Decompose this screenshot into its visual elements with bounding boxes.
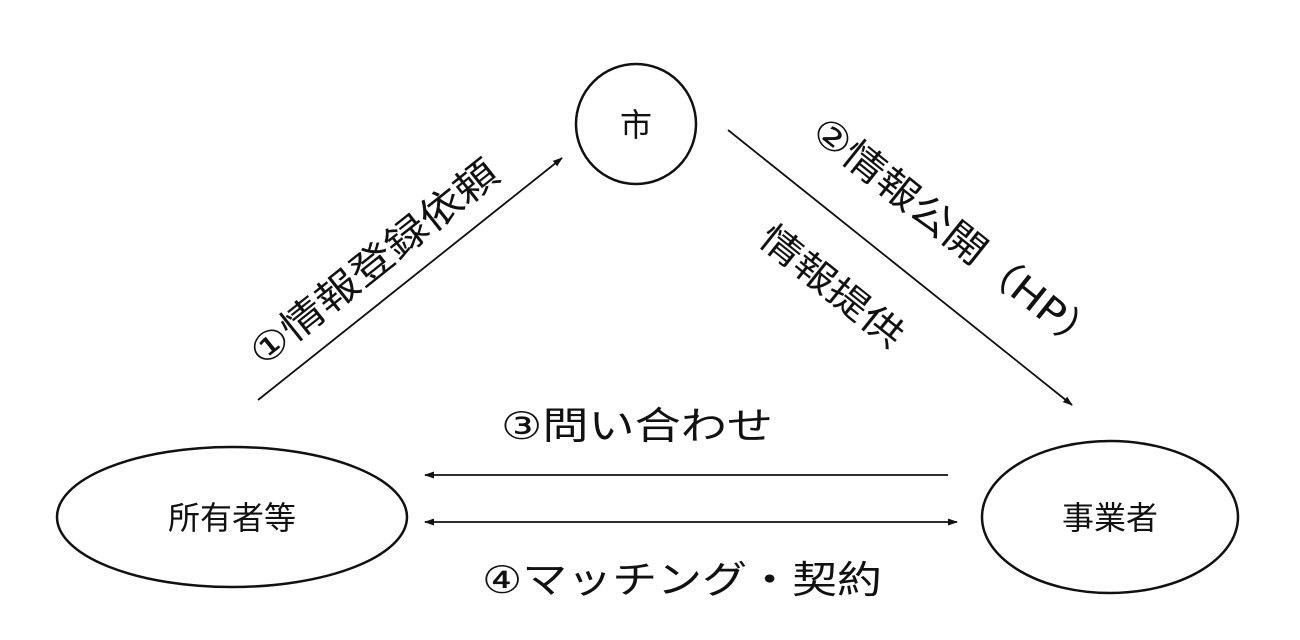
business-label: 事業者	[1062, 499, 1158, 537]
publication-arrow	[727, 129, 1073, 406]
owners-ellipse	[55, 445, 409, 589]
registration-arrow	[257, 157, 563, 401]
city-label: 市	[620, 106, 652, 144]
owners-node: 所有者等	[55, 445, 409, 589]
registration-request-label: ①情報登録依頼	[241, 151, 507, 375]
city-circle	[574, 62, 698, 186]
owners-label: 所有者等	[168, 499, 296, 537]
inquiry-label: ③問い合わせ	[501, 404, 773, 448]
matching-contract-label: ④マッチング・契約	[482, 558, 882, 602]
city-node: 市	[574, 62, 698, 186]
info-provision-label: 情報提供	[751, 217, 911, 356]
business-ellipse	[980, 439, 1240, 595]
business-node: 事業者	[980, 439, 1240, 595]
